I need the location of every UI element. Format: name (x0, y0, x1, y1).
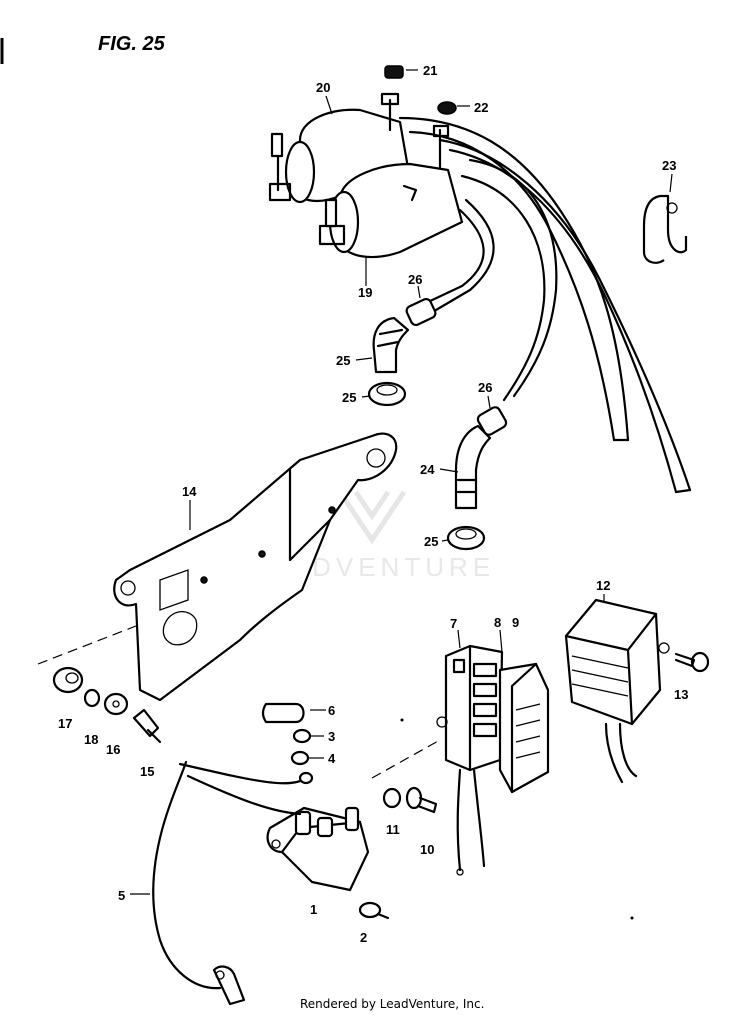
starter-relay-1 (266, 806, 370, 892)
high-tension-leads (398, 116, 692, 494)
callout-17: 17 (58, 716, 72, 731)
callout-26-upper: 26 (408, 272, 422, 287)
bolt-15 (132, 708, 162, 744)
washer-11 (382, 787, 402, 809)
nut-21-upper (384, 65, 404, 79)
callout-14: 14 (182, 484, 197, 499)
stray-dot (630, 916, 634, 920)
fuse-box-7 (436, 644, 504, 876)
bolt-13 (674, 651, 710, 673)
ignition-coil-19 (318, 124, 464, 259)
grommet-17 (52, 666, 84, 694)
nut-21-lower (437, 101, 457, 115)
nut-3 (292, 728, 312, 744)
callout-3: 3 (328, 729, 335, 744)
screw-2 (358, 901, 390, 920)
wire-clamp-22 (642, 194, 688, 264)
callout-5: 5 (118, 888, 125, 903)
bracket-14 (113, 432, 398, 702)
callout-11: 11 (386, 822, 400, 837)
callout-10: 10 (420, 842, 434, 857)
fuse-cover-8-9 (498, 662, 550, 794)
rubber-boot-25-lower (446, 525, 486, 551)
callout-26-lower: 26 (478, 380, 492, 395)
callout-19: 19 (358, 285, 372, 300)
callout-8: 8 (494, 615, 501, 630)
callout-24: 25 (336, 353, 350, 368)
stray-dot (400, 718, 404, 722)
terminal-cap-6 (261, 702, 305, 724)
callout-18: 18 (84, 732, 98, 747)
washer-16 (103, 692, 129, 716)
callout-22: 23 (662, 158, 676, 173)
joint-26-lower (476, 406, 508, 436)
leader-lines (130, 69, 673, 895)
plug-cap-24 (372, 316, 410, 374)
callout-20: 20 (316, 80, 330, 95)
callout-21-upper: 21 (423, 63, 437, 78)
plug-cap-23 (454, 424, 492, 510)
callout-7: 7 (450, 616, 457, 631)
assembly-line-fusebox (371, 739, 441, 779)
callout-23: 24 (420, 462, 435, 477)
callout-6: 6 (328, 703, 335, 718)
callout-21-lower: 22 (474, 100, 488, 115)
callout-16: 16 (106, 742, 120, 757)
washer-4 (290, 750, 310, 766)
callout-13: 13 (674, 687, 688, 702)
assembly-line-bracket (37, 625, 137, 665)
callout-2: 2 (360, 930, 367, 945)
joint-26-upper (405, 297, 437, 327)
rubber-boot-25-upper (367, 381, 407, 407)
callout-9: 9 (512, 615, 519, 630)
regulator-rectifier-12 (564, 598, 670, 784)
collar-18 (83, 688, 101, 708)
screw-10 (405, 786, 438, 814)
callout-4: 4 (328, 751, 336, 766)
ignition-coil-20 (268, 92, 410, 204)
callout-labels: 21 22 20 23 19 26 25 25 26 24 25 14 12 7… (58, 63, 688, 945)
render-credit: Rendered by LeadVenture, Inc. (300, 997, 484, 1011)
figure-title: FIG. 25 (98, 33, 166, 55)
callout-25-lower: 25 (424, 534, 438, 549)
callout-12: 12 (596, 578, 610, 593)
callout-25-upper: 25 (342, 390, 356, 405)
battery-cable-5 (152, 760, 314, 1006)
callout-15: 15 (140, 764, 154, 779)
callout-1: 1 (310, 902, 317, 917)
